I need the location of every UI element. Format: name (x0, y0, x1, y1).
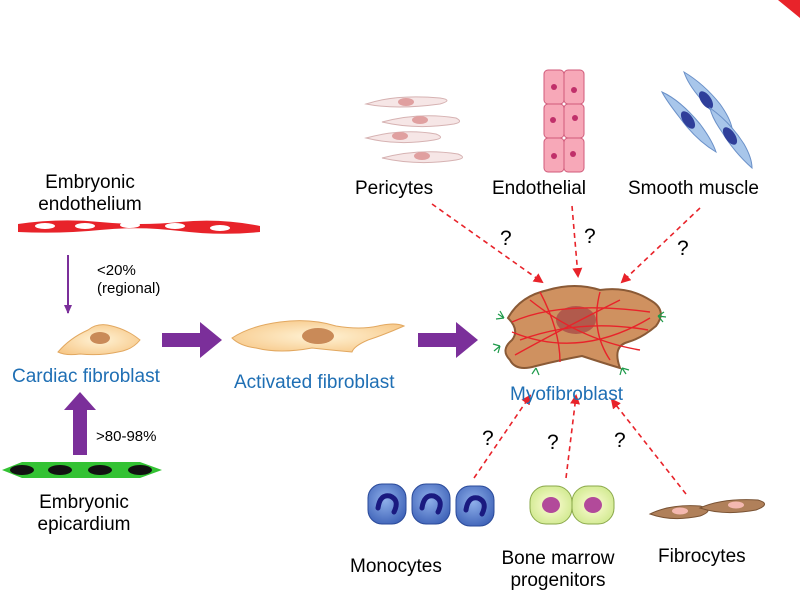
embryonic-epicardium-illustration (2, 462, 162, 478)
endothelium-contribution-label: <20% (regional) (97, 262, 160, 298)
activated-fibroblast-cell (231, 320, 406, 353)
endothelial-question-mark: ? (584, 225, 596, 248)
cardiac-fibroblast-label: Cardiac fibroblast (12, 366, 160, 387)
endothelial-illustration (543, 69, 585, 173)
pericytes-illustration (364, 96, 463, 164)
activated-fibroblast-label: Activated fibroblast (234, 372, 395, 393)
smooth-muscle-label: Smooth muscle (628, 178, 759, 199)
fibroblast-to-activated-arrow (162, 322, 222, 358)
smooth-muscle-question-mark: ? (677, 237, 689, 260)
embryonic-epicardium-line1: Embryonic (39, 492, 129, 513)
embryonic-endothelium-illustration (18, 220, 260, 234)
bone-marrow-question-mark: ? (547, 431, 559, 454)
fibrocytes-question-mark: ? (614, 429, 626, 452)
smooth-muscle-illustration (660, 70, 753, 170)
activated-to-myofibroblast-arrow (418, 322, 478, 358)
endothelial-arrow (571, 205, 583, 278)
monocytes-question-mark: ? (482, 427, 494, 450)
bone-marrow-progenitors-label: Bone marrow progenitors (490, 548, 626, 592)
bone-marrow-line1: Bone marrow (501, 548, 615, 569)
bone-marrow-line2: progenitors (510, 570, 606, 591)
epicardium-to-fibroblast-arrow (64, 392, 96, 455)
fibrocytes-illustration (648, 499, 765, 520)
pericytes-question-mark: ? (500, 227, 512, 250)
endothelium-contribution-line2: (regional) (97, 280, 161, 297)
embryonic-endothelium-label: Embryonic endothelium (30, 172, 150, 216)
epicardium-contribution-label: >80-98% (96, 428, 157, 445)
endothelial-label: Endothelial (492, 178, 587, 199)
embryonic-endothelium-line1: Embryonic (45, 172, 135, 193)
myofibroblast-label: Myofibroblast (510, 384, 623, 405)
embryonic-epicardium-line2: epicardium (37, 514, 131, 535)
embryonic-epicardium-label: Embryonic epicardium (24, 492, 144, 536)
bone-marrow-progenitors-illustration (529, 485, 615, 525)
monocytes-arrow (473, 394, 532, 479)
cardiac-fibroblast-cell (57, 324, 141, 356)
monocytes-label: Monocytes (350, 556, 442, 577)
fibrocytes-arrow (610, 398, 687, 495)
monocytes-illustration (367, 483, 495, 527)
bone-marrow-arrow (565, 394, 580, 479)
corner-triangle-icon (778, 0, 800, 18)
myofibroblast-cell (492, 285, 667, 376)
pericytes-arrow (431, 203, 544, 284)
embryonic-endothelium-line2: endothelium (38, 194, 142, 215)
fibrocytes-label: Fibrocytes (658, 546, 746, 567)
endothelium-contribution-line1: <20% (97, 262, 136, 279)
uncertain-source-arrows (431, 203, 701, 495)
pericytes-label: Pericytes (355, 178, 434, 199)
